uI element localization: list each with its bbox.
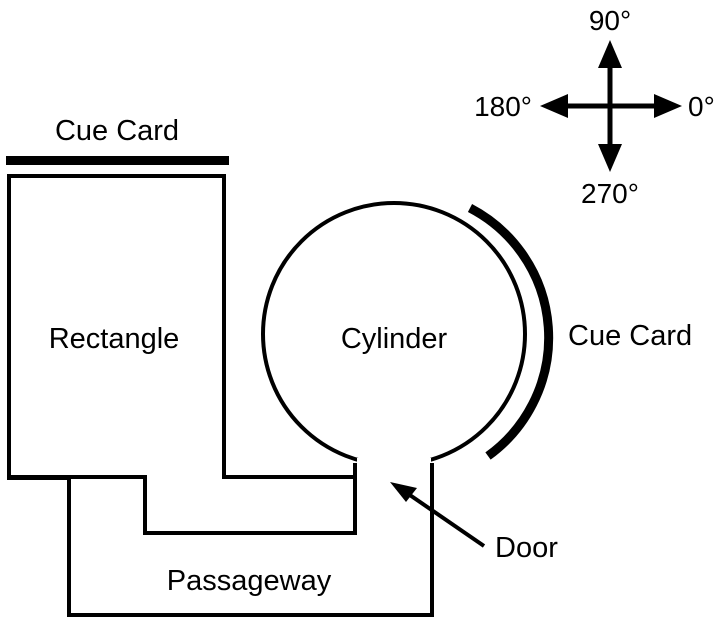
door-leader-line <box>402 489 486 548</box>
cue-card-top-bar <box>6 156 229 165</box>
cue-card-right-label-placeholder-hidden: Door <box>495 532 558 564</box>
compass-label-south: 270° <box>581 178 639 209</box>
cue-card-arc <box>467 204 554 460</box>
compass-south-arrow-icon <box>598 144 622 172</box>
cylinder-room-label: Cylinder <box>341 323 448 355</box>
door-opening-gap <box>357 458 431 478</box>
passageway-outer-wall <box>7 174 434 617</box>
door-arrow-head <box>390 482 417 502</box>
passageway-label: Passageway <box>167 565 332 597</box>
compass-north-arrow-icon <box>598 40 622 68</box>
compass-label-north: 90° <box>589 5 631 36</box>
rectangle-room-label: Rectangle <box>49 323 180 355</box>
compass-label-west: 180° <box>474 91 532 122</box>
compass-west-arrow-icon <box>540 94 568 118</box>
rectangle-room-wall <box>7 174 357 535</box>
cue-card-top-label: Cue Card <box>55 115 179 147</box>
cue-card-right-label: Cue Card <box>568 320 692 352</box>
compass-label-east: 0° <box>688 91 715 122</box>
compass-east-arrow-icon <box>654 94 682 118</box>
